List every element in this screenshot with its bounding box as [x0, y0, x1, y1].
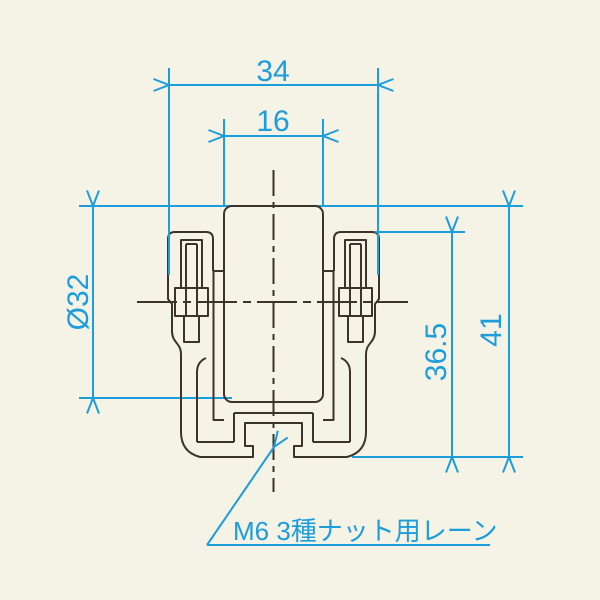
dimension-roller-width: 16 — [224, 105, 323, 206]
dimension-value: 41 — [475, 313, 508, 346]
dimension-roller-diameter: Ø32 — [62, 206, 95, 398]
dimension-overall-height: 41 — [352, 206, 523, 457]
callout-label: M6 3種ナット用レーン — [233, 516, 498, 546]
bracket-right — [322, 239, 373, 421]
dimension-value: 34 — [256, 55, 289, 88]
dimension-overall-width: 34 — [169, 55, 378, 275]
dimension-annotations: 34 16 Ø32 36.5 41 M6 3種ナッ — [62, 55, 523, 546]
dimension-value: 16 — [256, 105, 289, 138]
bracket-left — [174, 239, 225, 421]
leader-line — [206, 447, 274, 546]
nut-lane-callout: M6 3種ナット用レーン — [206, 447, 498, 546]
dimension-bracket-height: 36.5 — [375, 232, 465, 457]
part-geometry — [137, 170, 408, 492]
dimension-value: 36.5 — [420, 323, 453, 381]
dimension-value: Ø32 — [62, 274, 95, 331]
